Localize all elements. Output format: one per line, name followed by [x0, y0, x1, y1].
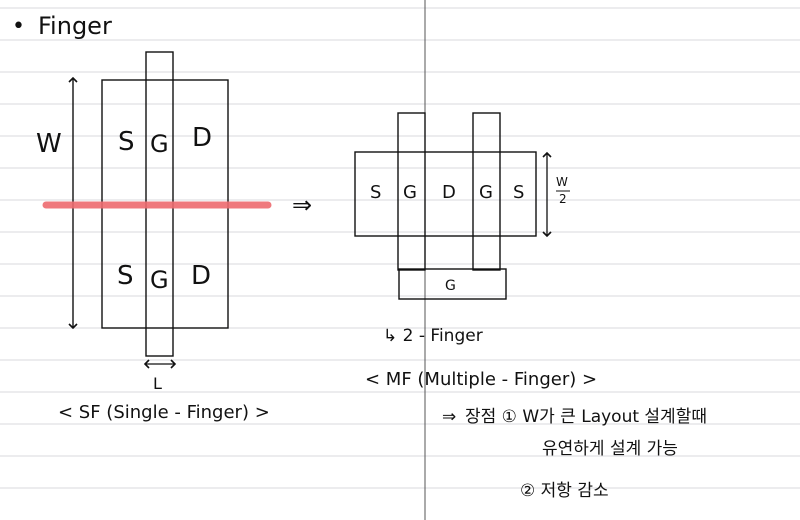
- mf-cell-gate-1: G: [403, 182, 417, 203]
- mf-gate-bar-label: G: [445, 278, 456, 294]
- title-bullet: •: [12, 14, 25, 39]
- two-finger-caption: ↳ 2 - Finger: [383, 326, 483, 346]
- mf-body: [354, 151, 537, 237]
- mf-cell-drain: D: [442, 182, 456, 203]
- mf-cell-source-2: S: [513, 182, 524, 203]
- width-label: W: [36, 129, 62, 159]
- source-label-top: S: [118, 127, 135, 157]
- mf-gate-strip-right: [472, 112, 501, 271]
- multi-finger-diagram: G S G D G S W 2 ↳ 2 - Finger < MF (Multi…: [354, 112, 597, 390]
- mf-gate-strip-left: [397, 112, 426, 271]
- half-width-numerator: W: [556, 175, 568, 189]
- gate-label-bottom: G: [150, 266, 169, 294]
- length-label: L: [153, 374, 162, 393]
- notes-line-2: 유연하게 설계 가능: [542, 439, 678, 459]
- mf-gate-bar: [398, 268, 507, 300]
- transform-arrow: ⇒: [292, 191, 312, 219]
- notes-arrow: ⇒: [442, 407, 456, 427]
- single-finger-diagram: W S G D S G D L < SF (Single - Finger) >: [36, 51, 272, 423]
- drain-label-top: D: [192, 123, 212, 153]
- advantages-notes: ⇒ 장점 ① W가 큰 Layout 설계할때 유연하게 설계 가능 ② 저항 …: [442, 407, 707, 501]
- half-width-denominator: 2: [559, 192, 567, 206]
- drain-label-bottom: D: [191, 261, 211, 291]
- mf-cell-gate-2: G: [479, 182, 493, 203]
- notes-line-3: ② 저항 감소: [520, 481, 609, 501]
- multi-finger-caption: < MF (Multiple - Finger) >: [365, 369, 597, 390]
- mf-cell-source-1: S: [370, 182, 381, 203]
- single-finger-caption: < SF (Single - Finger) >: [58, 402, 270, 423]
- source-label-bottom: S: [117, 261, 134, 291]
- gate-label-top: G: [150, 130, 169, 158]
- notes-line-1: 장점 ① W가 큰 Layout 설계할때: [465, 407, 707, 427]
- page-title: Finger: [38, 12, 112, 40]
